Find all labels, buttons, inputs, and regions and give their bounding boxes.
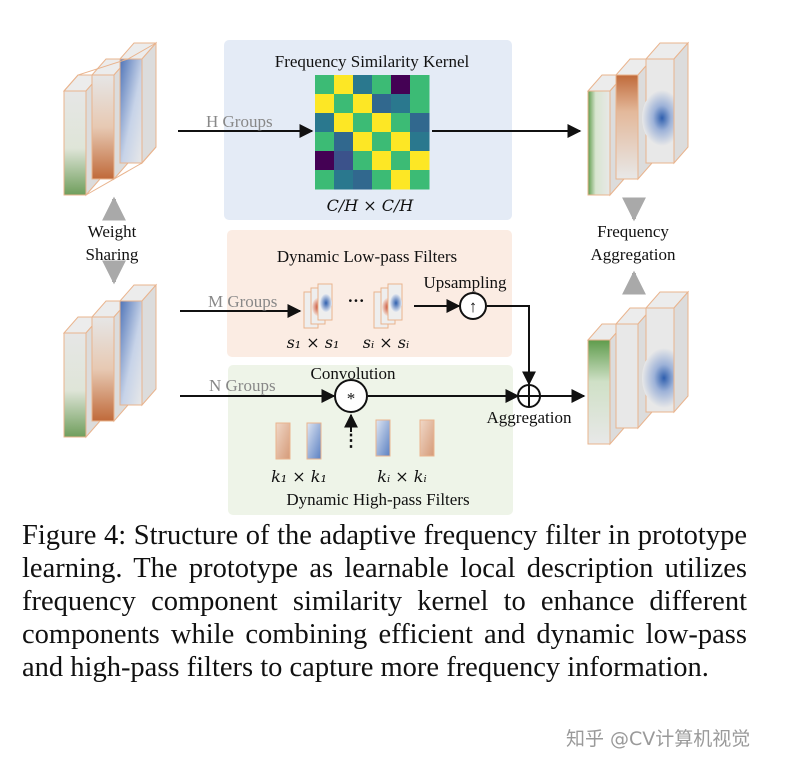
kernel-cell [334, 113, 354, 133]
m-groups-label: M Groups [208, 292, 277, 311]
kernel-cell [391, 170, 411, 190]
lowpass-filter-si [373, 283, 403, 329]
kernel-cell [315, 151, 335, 171]
arrow-up-to-agg [487, 305, 536, 386]
kernel-cell [391, 113, 411, 133]
kernel-cell [334, 170, 354, 190]
kernel-cell [372, 151, 392, 171]
kernel-dims: C/H × C/H [327, 196, 415, 215]
output-feature-stack-top [586, 41, 690, 197]
highpass-filter-ib [419, 419, 435, 457]
n-groups-label: N Groups [209, 376, 276, 395]
kernel-cell [315, 132, 335, 152]
conv-vertical-ellipsis: ⋮ [343, 431, 360, 450]
freq-agg-label-1: Frequency [597, 222, 669, 241]
kernel-cell [410, 75, 430, 95]
kernel-cell [315, 94, 335, 114]
kernel-cell [315, 170, 335, 190]
kernel-cell [391, 94, 411, 114]
kernel-cell [334, 132, 354, 152]
kernel-cell [391, 75, 411, 95]
h-groups-label: H Groups [206, 112, 273, 131]
s1-label: s₁ × s₁ [287, 333, 340, 352]
convolution-operator: * [334, 379, 368, 413]
kernel-cell [410, 132, 430, 152]
diagram: ↑ * Frequency Similarity Kernel C/H × C/… [62, 40, 690, 515]
highpass-title: Dynamic High-pass Filters [286, 490, 469, 509]
si-label: sᵢ × sᵢ [363, 333, 409, 352]
svg-text:*: * [347, 389, 356, 408]
kernel-cell [334, 75, 354, 95]
highpass-panel [228, 365, 513, 515]
kernel-cell [353, 113, 373, 133]
kernel-cell [410, 170, 430, 190]
aggregation-operator [517, 384, 541, 408]
lowpass-filter-s1 [303, 283, 333, 329]
kernel-cell [391, 151, 411, 171]
convolution-label: Convolution [310, 364, 396, 383]
highpass-filter-1b [306, 422, 322, 460]
kernel-cell [353, 132, 373, 152]
lowpass-ellipsis: ··· [347, 291, 364, 310]
weight-sharing-label-2: Sharing [86, 245, 139, 264]
highpass-filter-ia [375, 419, 391, 457]
kernel-cell [391, 132, 411, 152]
kernel-cell [372, 170, 392, 190]
weight-sharing-label-1: Weight [88, 222, 137, 241]
kernel-cell [372, 132, 392, 152]
input-feature-stack-bottom [62, 283, 158, 439]
kernel-cell [334, 94, 354, 114]
svg-text:↑: ↑ [469, 297, 478, 316]
kernel-cell [410, 113, 430, 133]
input-feature-stack-top [62, 41, 158, 197]
kernel-cell [334, 151, 354, 171]
k1-label: k₁ × k₁ [271, 467, 327, 486]
lowpass-panel [227, 230, 512, 357]
upsampling-operator: ↑ [459, 292, 487, 320]
highpass-filter-1a [275, 422, 291, 460]
ki-label: kᵢ × kᵢ [377, 467, 426, 486]
kernel-cell [372, 94, 392, 114]
kernel-cell [372, 113, 392, 133]
kernel-cell [315, 113, 335, 133]
kernel-cell [315, 75, 335, 95]
kernel-title: Frequency Similarity Kernel [275, 52, 470, 71]
freq-agg-label-2: Aggregation [591, 245, 676, 264]
figure-caption: Figure 4: Structure of the adaptive freq… [22, 520, 747, 683]
kernel-cell [353, 94, 373, 114]
lowpass-title: Dynamic Low-pass Filters [277, 247, 457, 266]
aggregation-label: Aggregation [487, 408, 572, 427]
kernel-cell [353, 151, 373, 171]
kernel-cell [353, 170, 373, 190]
upsampling-label: Upsampling [423, 273, 507, 292]
kernel-cell [410, 94, 430, 114]
kernel-cell [410, 151, 430, 171]
watermark: 知乎 @CV计算机视觉 [566, 728, 751, 750]
kernel-cell [353, 75, 373, 95]
kernel-cell [372, 75, 392, 95]
similarity-kernel-heatmap [315, 75, 430, 190]
output-feature-stack-bottom [586, 290, 690, 446]
